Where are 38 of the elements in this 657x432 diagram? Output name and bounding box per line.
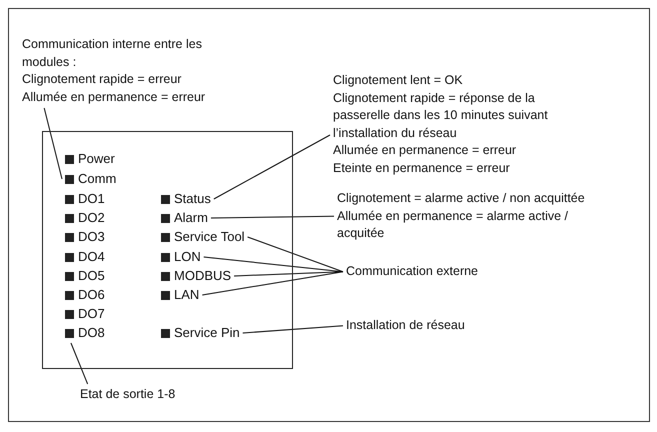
note-text: Communication interne entre les modules : xyxy=(22,36,203,70)
note-text: Allumée en permanence = erreur xyxy=(22,88,206,106)
indicator-label: Service Tool xyxy=(174,229,245,245)
indicator-label: DO3 xyxy=(78,229,105,245)
note-text: Communication externe xyxy=(346,263,478,280)
indicator-label: Power xyxy=(78,151,115,167)
indicator-label: Status xyxy=(174,191,211,207)
leader-line xyxy=(44,108,62,180)
indicator-label: LON xyxy=(174,249,201,265)
note-text: Clignotement rapide = erreur xyxy=(22,71,182,88)
leader-line xyxy=(242,325,344,334)
note-text: Clignotement rapide = réponse de la passerelle dans les 10 minutes suivant l’installation du réseau xyxy=(333,90,549,142)
indicator-label: LAN xyxy=(174,287,200,303)
note-text: Allumée en permanence = alarme active / acquitée xyxy=(337,208,570,242)
indicator-label: DO7 xyxy=(78,306,105,322)
indicator-label: DO8 xyxy=(78,325,105,341)
indicator-label: Alarm xyxy=(174,210,208,226)
note-text: Allumée en permanence = erreur xyxy=(333,142,518,159)
leader-line xyxy=(70,342,88,384)
note-text: Clignotement lent = OK xyxy=(333,72,464,89)
leader-line xyxy=(210,216,334,218)
note-text: Clignotement = alarme active / non acquittée xyxy=(337,190,586,207)
indicator-label: Service Pin xyxy=(174,325,240,341)
indicator-label: DO5 xyxy=(78,268,105,284)
note-text: Etat de sortie 1-8 xyxy=(80,386,176,403)
indicator-label: Comm xyxy=(78,171,116,187)
leader-line xyxy=(203,256,344,272)
leader-line xyxy=(202,271,344,296)
indicator-label: DO2 xyxy=(78,210,105,226)
note-text: Installation de réseau xyxy=(346,317,465,334)
note-text: Eteinte en permanence = erreur xyxy=(333,160,511,177)
indicator-label: DO6 xyxy=(78,287,105,303)
leader-line xyxy=(247,236,344,272)
indicator-label: MODBUS xyxy=(174,268,232,284)
indicator-label: DO4 xyxy=(78,249,105,265)
leader-line xyxy=(213,134,330,200)
indicator-label: DO1 xyxy=(78,191,105,207)
panel-box xyxy=(42,131,293,369)
